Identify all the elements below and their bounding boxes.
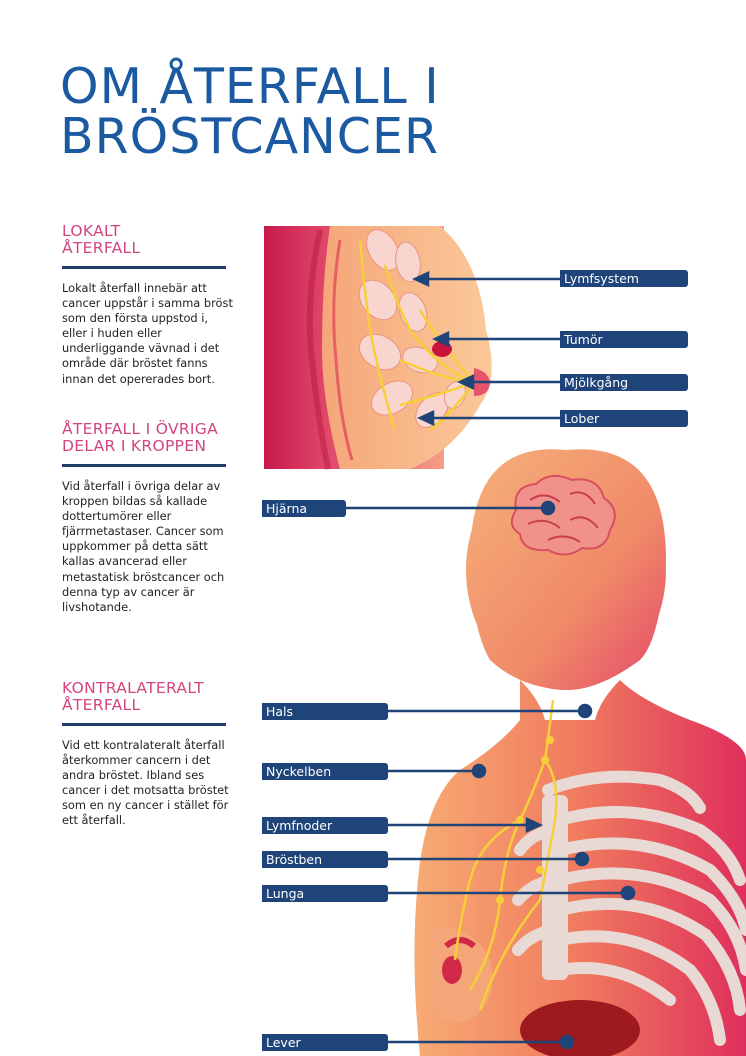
label-lever: Lever [262,1034,388,1051]
sternum-illustration [542,795,568,980]
section-local-recurrence: LOKALT ÅTERFALL Lokalt återfall innebär … [62,223,234,387]
label-lymfnoder: Lymfnoder [262,817,388,834]
heading-line-1: ÅTERFALL I ÖVRIGA [62,420,219,438]
heading-line-2: ÅTERFALL [62,239,141,257]
heading-line-1: LOKALT [62,222,121,240]
section-divider [62,723,226,726]
label-mjolkgang: Mjölkgång [560,374,688,391]
title-line-2: BRÖSTCANCER [60,108,440,165]
section-body: Lokalt återfall innebär att cancer uppst… [62,281,233,386]
label-hals: Hals [262,703,388,720]
title-line-1: OM ÅTERFALL I [60,58,440,115]
label-nyckelben: Nyckelben [262,763,388,780]
section-heading: ÅTERFALL I ÖVRIGA DELAR I KROPPEN [62,421,234,455]
heading-line-1: KONTRALATERALT [62,679,204,697]
label-lymfsystem: Lymfsystem [560,270,688,287]
ribcage [512,770,746,1046]
section-distant-recurrence: ÅTERFALL I ÖVRIGA DELAR I KROPPEN Vid åt… [62,421,234,615]
section-divider [62,464,226,467]
section-heading: LOKALT ÅTERFALL [62,223,234,257]
label-lober: Lober [560,410,688,427]
section-contralateral-recurrence: KONTRALATERALT ÅTERFALL Vid ett kontrala… [62,680,234,829]
brain-illustration [510,474,616,556]
section-body: Vid återfall i övriga delar av kroppen b… [62,479,225,614]
label-tumor: Tumör [560,331,688,348]
heading-line-2: ÅTERFALL [62,696,141,714]
label-hjarna: Hjärna [262,500,346,517]
section-heading: KONTRALATERALT ÅTERFALL [62,680,234,714]
label-brostben: Bröstben [262,851,388,868]
head-figure [414,449,746,1056]
heading-line-2: DELAR I KROPPEN [62,437,207,455]
page-title: OM ÅTERFALL I BRÖSTCANCER [60,62,560,162]
breast-cross-section [264,226,492,470]
section-divider [62,266,226,269]
label-lunga: Lunga [262,885,388,902]
section-body: Vid ett kontralateralt återfall återkomm… [62,738,229,828]
label-connectors [345,271,636,1050]
